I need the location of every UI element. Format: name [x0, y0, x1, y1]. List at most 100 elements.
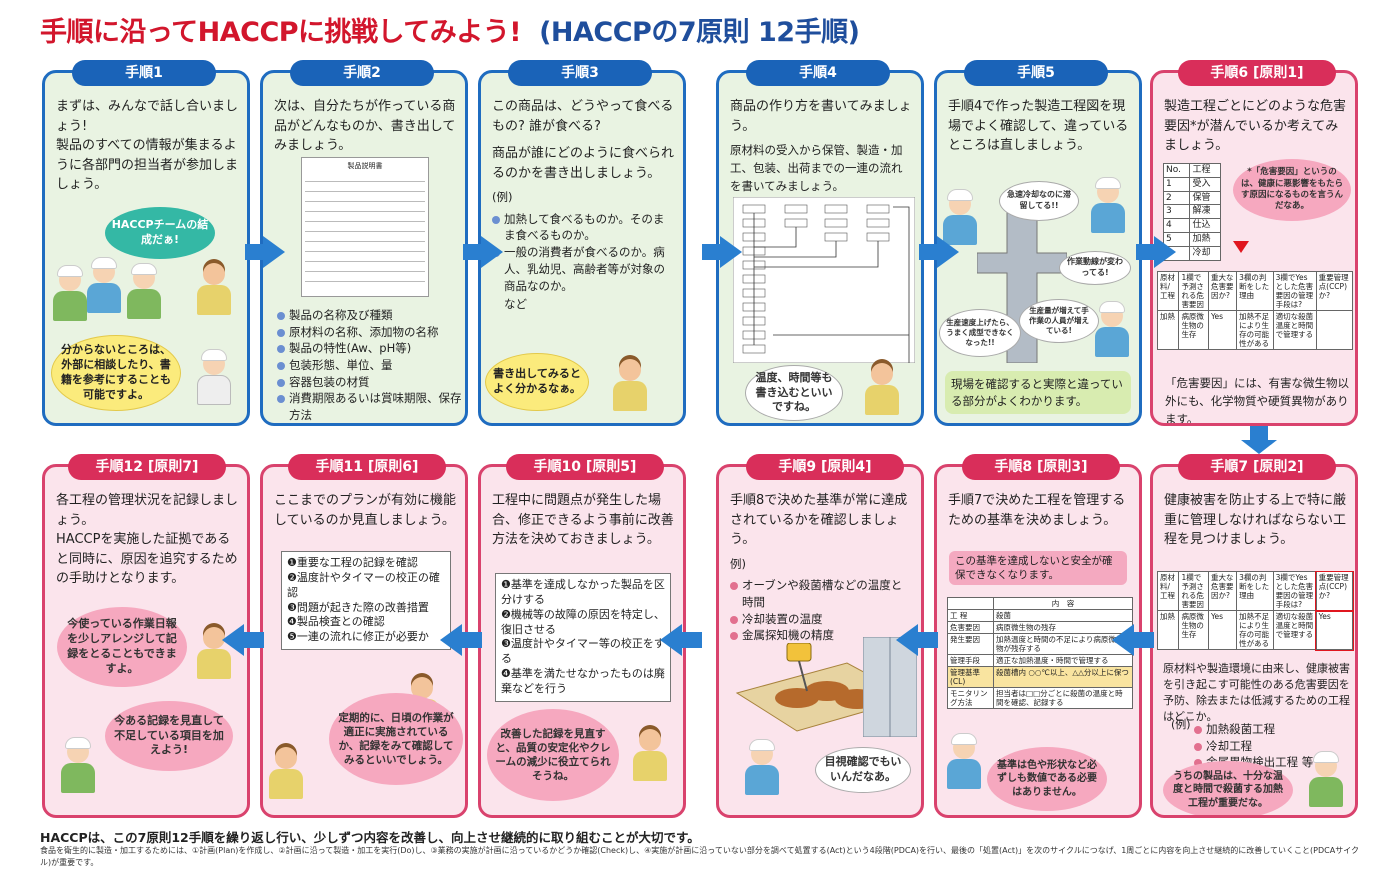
step4-sub: 原材料の受入から保管、製造・加工、包装、出荷までの一連の流れを書いてみましょう。 [730, 143, 903, 193]
step3-list: 加熱して食べるものか。そのまま食べるものか。 一般の消費者が食べるのか。病人、乳… [492, 211, 674, 294]
worker-figure [59, 737, 97, 793]
page-title: 手順に沿ってHACCPに挑戦してみよう!(HACCPの7原則 12手順) [40, 17, 860, 48]
step10-panel: 工程中に問題点が発生した場合、修正できるよう事前に改善方法を決めておきましょう。… [478, 464, 686, 818]
step8-text: 手順7で決めた工程を管理するための基準を決めましょう。 [948, 493, 1126, 528]
step6-footer: 「危害要因」には、有害な微生物以外にも、化学物質や硬質異物があります。 [1165, 376, 1349, 426]
list-item: 包装形態、単位、量 [277, 357, 465, 374]
arrow-right-icon [919, 236, 959, 268]
step7-panel: 健康被害を防止する上で特に厳重に管理しなければならない工程を見つけましょう。 原… [1150, 464, 1358, 818]
list-item: 製品の名称及び種類 [277, 307, 465, 324]
step4-header: 手順4 [746, 60, 890, 86]
step4-text: 商品の作り方を書いてみましょう。 [730, 99, 912, 134]
arrow-left-icon [440, 624, 482, 656]
step11-bubble: 定期的に、日頃の作業が適正に実施されているか、記録をみて確認してみるといいでしょ… [329, 693, 463, 785]
list-item: 冷却装置の温度 [730, 611, 912, 628]
factory-pipe-illustration [977, 193, 1067, 363]
arrow-right-icon [463, 236, 503, 268]
step11-checklist: ❶重要な工程の記録を確認 ❷温度計やタイマーの校正の確認 ❸問題が起きた際の改善… [281, 551, 451, 651]
step5-bubble-2: 作業動線が変わってる! [1059, 251, 1131, 285]
footer-note: 食品を衛生的に製造・加工するためには、①計画(Plan)を作成し、②計画に沿って… [40, 846, 1360, 867]
flow-diagram [733, 197, 915, 363]
step10-checklist: ❶基準を達成しなかった製品を区分けする ❷機械等の故障の原因を特定し、復旧させる… [495, 573, 671, 702]
step6-header: 手順6 [原則1] [1178, 60, 1336, 86]
step12-panel: 各工程の管理状況を記録しましょう。 HACCPを実施した証拠であると同時に、原因… [42, 464, 250, 818]
step7-bubble: うちの製品は、十分な温度と時間で殺菌する加熱工程が重要だな。 [1163, 761, 1293, 815]
step2-header: 手順2 [290, 60, 434, 86]
step7-sub: 原材料や製造環境に由来し、健康被害を引き起こす可能性のある危害要因を予防、除去ま… [1163, 662, 1350, 723]
office-figure [611, 359, 649, 411]
arrow-left-icon [222, 624, 264, 656]
step8-bubble: 基準は色や形状など必ずしも数値である必要はありません。 [987, 747, 1107, 811]
arrow-right-icon [1136, 236, 1176, 268]
list-item: 冷却工程 [1194, 738, 1313, 755]
arrow-left-icon [1112, 624, 1154, 656]
step12-header: 手順12 [原則7] [68, 454, 226, 480]
step7-text: 健康被害を防止する上で特に厳重に管理しなければならない工程を見つけましょう。 [1164, 493, 1347, 547]
step2-text: 次は、自分たちが作っている商品がどんなものか、書き出してみましょう。 [274, 99, 456, 153]
list-item: 加熱殺菌工程 [1194, 721, 1313, 738]
step1-text: まずは、みんなで話し合いましょう! 製品のすべての情報が集まるように各部門の担当… [56, 99, 239, 192]
worker-figure [51, 265, 89, 321]
step5-bubble-1: 急速冷却なのに滞留してる!! [999, 181, 1079, 221]
step5-header: 手順5 [964, 60, 1108, 86]
step10-text: 工程中に問題点が発生した場合、修正できるよう事前に改善方法を決めておきましょう。 [492, 493, 674, 547]
arrow-down-icon [1241, 426, 1277, 454]
step6-panel: 製造工程ごとにどのような危害要因*が潜んでいるか考えてみましょう。 No.工程 … [1150, 70, 1358, 426]
office-figure [863, 363, 901, 415]
product-spec-form: 製品説明書 [301, 157, 429, 297]
red-arrow-icon [1233, 241, 1249, 253]
step12-text: 各工程の管理状況を記録しましょう。 HACCPを実施した証拠であると同時に、原因… [56, 493, 239, 586]
office-figure [195, 263, 233, 315]
list-item: ❺一連の流れに修正が必要か [287, 630, 429, 644]
step8-note: この基準を達成しないと安全が確保できなくなります。 [949, 551, 1127, 586]
step5-footer: 現場を確認すると実際と違っている部分がよくわかります。 [945, 371, 1131, 415]
step3-header: 手順3 [508, 60, 652, 86]
worker-figure [1307, 751, 1345, 807]
step7-example: (例) 加熱殺菌工程 冷却工程 金属異物検出工程 等 [1171, 717, 1313, 771]
step3-text2: 商品が誰にどのように食べられるのかを書き出しましょう。 [492, 146, 675, 181]
list-item: 容器包装の材質 [277, 374, 465, 391]
step4-bubble: 温度、時間等も書き込むといいですね。 [745, 365, 843, 421]
step9-text: 手順8で決めた基準が常に達成されているかを確認しましょう。 [730, 493, 908, 547]
list-item: 消費期限あるいは賞味期限、保存方法 [277, 390, 465, 423]
worker-figure [85, 257, 123, 313]
example-label: 例) [730, 556, 746, 571]
step5-bubble-3: 生産速度上げたら、うまく成型できなくなった!! [939, 309, 1021, 357]
list-item: ❸温度計やタイマー等の校正をする [501, 637, 665, 666]
step1-header: 手順1 [72, 60, 216, 86]
step4-panel: 商品の作り方を書いてみましょう。 原材料の受入から保管、製造・加工、包装、出荷ま… [716, 70, 924, 426]
step3-tail: など [504, 297, 527, 312]
step12-bubble-2: 今ある記録を見直して不足している項目を加えよう! [105, 701, 233, 771]
list-item: 加熱して食べるものか。そのまま食べるものか。 [492, 211, 674, 244]
arrow-right-icon [245, 236, 285, 268]
step1-panel: まずは、みんなで話し合いましょう! 製品のすべての情報が集まるように各部門の担当… [42, 70, 250, 426]
step9-panel: 手順8で決めた基準が常に達成されているかを確認しましょう。 例) オーブンや殺菌… [716, 464, 924, 818]
example-label: (例) [492, 190, 513, 204]
arrow-left-icon [896, 624, 938, 656]
step5-bubble-4: 生産量が増えて手作業の人員が増えている! [1019, 299, 1099, 343]
worker-figure [1093, 301, 1131, 357]
step1-bubble-team: HACCPチームの結成だぁ! [105, 207, 215, 259]
list-item: ❹基準を満たせなかったものは廃棄などを行う [501, 667, 665, 695]
step5-panel: 手順4で作った製造工程図を現場でよく確認して、違っているところは直しましょう。 … [934, 70, 1142, 426]
step2-list: 製品の名称及び種類 原材料の名称、添加物の名称 製品の特性(Aw、pH等) 包装… [277, 307, 465, 423]
step7-header: 手順7 [原則2] [1178, 454, 1336, 480]
step11-header: 手順11 [原則6] [288, 454, 446, 480]
list-item: ❹製品検査との確認 [287, 615, 385, 629]
list-item: ❶重要な工程の記録を確認 [287, 556, 418, 569]
step9-bubble: 目視確認でもいいんだなあ。 [815, 747, 911, 793]
worker-figure [743, 739, 781, 795]
step3-bubble: 書き出してみるとよく分かるなぁ。 [485, 353, 589, 411]
list-item: ❷温度計やタイマーの校正の確認 [287, 570, 440, 599]
arrow-left-icon [660, 624, 702, 656]
list-item: ❶基準を達成しなかった製品を区分けする [501, 578, 665, 606]
list-item: ❷機械等の故障の原因を特定し、復旧させる [501, 607, 665, 636]
list-item: ❸問題が起きた際の改善措置 [287, 600, 429, 614]
step3-text: この商品は、どうやって食べるもの? 誰が食べる? [492, 99, 674, 134]
step6-bubble: *「危害要因」というのは、健康に悪影響をもたらす原因になるものを言うんだなあ。 [1233, 159, 1351, 221]
worker-figure [125, 263, 163, 319]
example-label: (例) [1171, 718, 1191, 731]
